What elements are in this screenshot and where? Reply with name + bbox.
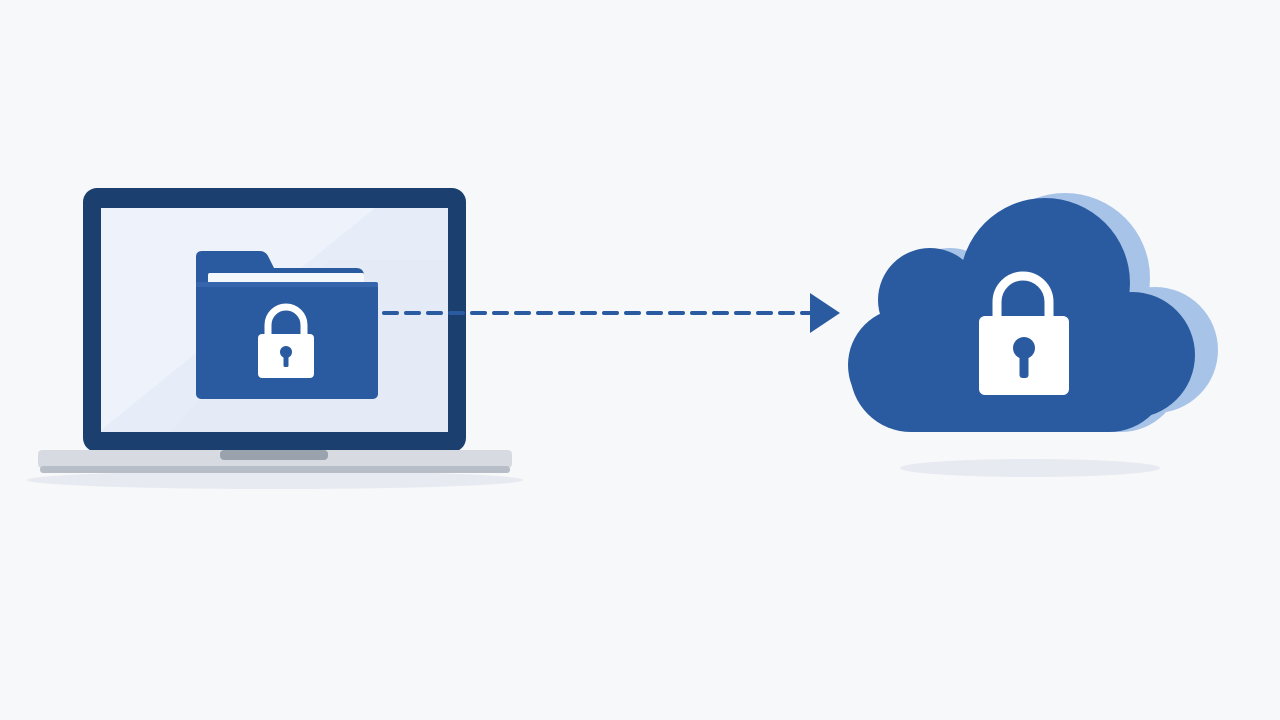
laptop-base-edge	[40, 466, 510, 473]
arrowhead-icon	[810, 293, 840, 333]
padlock-keyhole	[280, 346, 292, 358]
padlock-keyhole-slot	[283, 354, 289, 367]
cloud-front-layer	[848, 198, 1195, 432]
padlock-keyhole	[1013, 337, 1035, 359]
laptop-hinge	[220, 450, 328, 460]
padlock-icon	[979, 271, 1069, 395]
laptop-shadow	[27, 471, 523, 489]
padlock-shackle	[264, 303, 308, 338]
transfer-connector	[382, 293, 840, 333]
cloud-shadow	[900, 459, 1160, 477]
padlock-keyhole-slot	[1019, 352, 1029, 378]
padlock-shackle	[992, 271, 1054, 320]
folder-front-lip	[196, 282, 378, 287]
padlock-icon	[258, 303, 314, 378]
